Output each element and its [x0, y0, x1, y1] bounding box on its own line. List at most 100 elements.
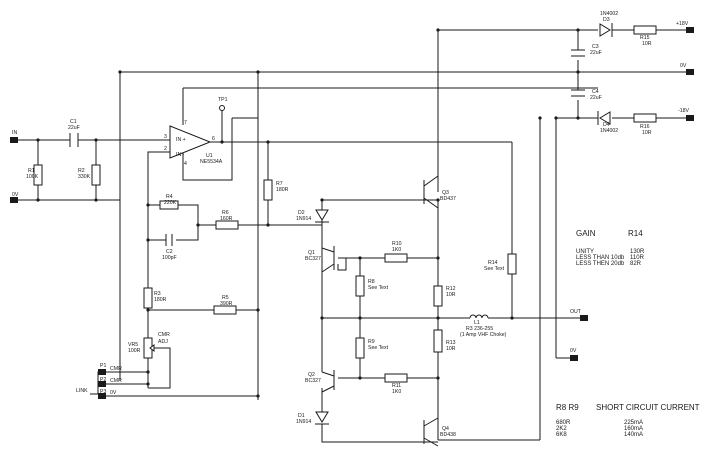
gain-table-r14-title: R14	[628, 229, 643, 238]
label-p3: P3	[100, 389, 106, 395]
label-l1: L1	[474, 320, 480, 326]
label-r7-val: 180R	[276, 187, 289, 193]
label-r5-val: 390R	[220, 301, 233, 307]
sc-row-3: 6K8	[556, 432, 567, 438]
label-r4-val: 220K	[164, 200, 177, 206]
label-c3-val: 22uF	[590, 50, 602, 56]
label-q3: Q3	[442, 190, 449, 196]
label-q2: Q2	[308, 372, 315, 378]
label-link: LINK	[76, 388, 88, 394]
label-r15: R15	[640, 35, 650, 41]
label-r16: R16	[640, 124, 650, 130]
label-in: IN	[12, 130, 17, 136]
label-c2-val: 100pF	[162, 255, 177, 261]
junction-dots	[36, 28, 580, 398]
label-r10: R10	[392, 241, 402, 247]
label-r3: R3	[154, 291, 161, 297]
label-c4: C4	[592, 89, 599, 95]
label-u1: U1	[206, 153, 213, 159]
label-r10-val: 1K0	[392, 247, 401, 253]
label-r4: R4	[166, 194, 173, 200]
label-q4-val: BD438	[440, 432, 456, 438]
label-r13-val: 10R	[446, 346, 456, 352]
label-q2-val: BC327	[305, 378, 321, 384]
label-c4-val: 22uF	[590, 95, 602, 101]
label-r8-val: See Text	[368, 285, 389, 291]
label-r11-val: 1K0	[392, 389, 401, 395]
label-q1: Q1	[308, 250, 315, 256]
label-p2: P2	[100, 377, 106, 383]
label-r15-val: 10R	[642, 41, 652, 47]
label-c3: C3	[592, 44, 599, 50]
label-plus18: +18V	[676, 21, 689, 27]
gain-row-3-val: 82R	[630, 261, 642, 267]
label-r8: R8	[368, 279, 375, 285]
label-pin7: 7	[184, 120, 187, 126]
label-r9-val: See Text	[368, 345, 389, 351]
label-r6-val: 160R	[220, 216, 233, 222]
label-c1-val: 22uF	[68, 125, 80, 131]
label-pin-in-minus: IN -	[176, 152, 185, 158]
label-minus18: -18V	[678, 108, 689, 114]
label-q3-val: BD437	[440, 196, 456, 202]
sc-row-1: 680R	[556, 420, 571, 426]
label-l1-desc: (1 Amp VHF Choke)	[460, 332, 507, 338]
sc-row-1-val: 225mA	[624, 420, 643, 426]
label-r16-val: 10R	[642, 130, 652, 136]
label-r9: R9	[368, 339, 375, 345]
gain-row-1: UNITY	[576, 249, 594, 255]
label-p3-0v: 0V	[110, 390, 117, 396]
label-r12-val: 10R	[446, 292, 456, 298]
label-u1-val: NE5534A	[200, 159, 223, 165]
label-c2: C2	[166, 249, 173, 255]
sc-table-r-title: R8 R9	[556, 403, 579, 412]
sc-row-2: 2K2	[556, 426, 567, 432]
label-0v-out: 0V	[570, 348, 577, 354]
label-r12: R12	[446, 286, 456, 292]
label-cmr-adj-1: CMR	[158, 332, 170, 338]
label-vr5-val: 100R	[128, 348, 141, 354]
gain-row-1-val: 130R	[630, 249, 645, 255]
label-d1: D1	[298, 413, 305, 419]
label-r2-val: 330K	[78, 174, 91, 180]
gain-row-2-val: 110R	[630, 255, 645, 261]
label-c1: C1	[70, 119, 77, 125]
label-d3-val: 1N4002	[600, 11, 618, 17]
gain-row-2: LESS THAN 10db	[576, 255, 625, 261]
label-pin2: 2	[164, 146, 167, 152]
label-r5: R5	[222, 295, 229, 301]
short-circuit-table: R8 R9 SHORT CIRCUIT CURRENT 680R 225mA 2…	[556, 403, 700, 438]
label-pin4: 4	[184, 161, 187, 167]
label-q1-val: BC327	[305, 256, 321, 262]
label-r13: R13	[446, 340, 456, 346]
label-d2: D2	[298, 210, 305, 216]
gain-row-3: LESS THEN 20db	[576, 261, 625, 267]
sc-row-2-val: 160mA	[624, 426, 643, 432]
label-d1-val: 1N914	[296, 419, 311, 425]
label-pin3: 3	[164, 134, 167, 140]
label-vr5: VR5	[128, 342, 138, 348]
label-p1: P1	[100, 363, 106, 369]
label-r11: R11	[392, 383, 401, 389]
label-d4: D4	[603, 122, 610, 128]
components	[10, 23, 694, 447]
label-l1-part: R3 236-255	[466, 326, 493, 332]
label-cmr-adj-2: ADJ	[158, 339, 168, 345]
label-d2-val: 1N914	[296, 216, 311, 222]
label-out: OUT	[570, 309, 582, 315]
gain-table-title: GAIN	[576, 229, 596, 238]
label-r14: R14	[488, 260, 498, 266]
label-pin6: 6	[212, 136, 215, 142]
label-0v-rail: 0V	[680, 63, 687, 69]
label-p1-cmr: CMR	[110, 366, 122, 372]
label-tp1: TP1	[218, 97, 228, 103]
label-r14-val: See Text	[484, 266, 505, 272]
label-d3: D3	[603, 17, 610, 23]
label-pin-in-plus: IN +	[176, 137, 186, 143]
label-r2: R2	[78, 168, 85, 174]
label-d4-val: 1N4002	[600, 128, 618, 134]
label-r1-val: 100K	[26, 174, 39, 180]
sc-table-title: SHORT CIRCUIT CURRENT	[596, 403, 700, 412]
label-r1: R1	[28, 168, 35, 174]
